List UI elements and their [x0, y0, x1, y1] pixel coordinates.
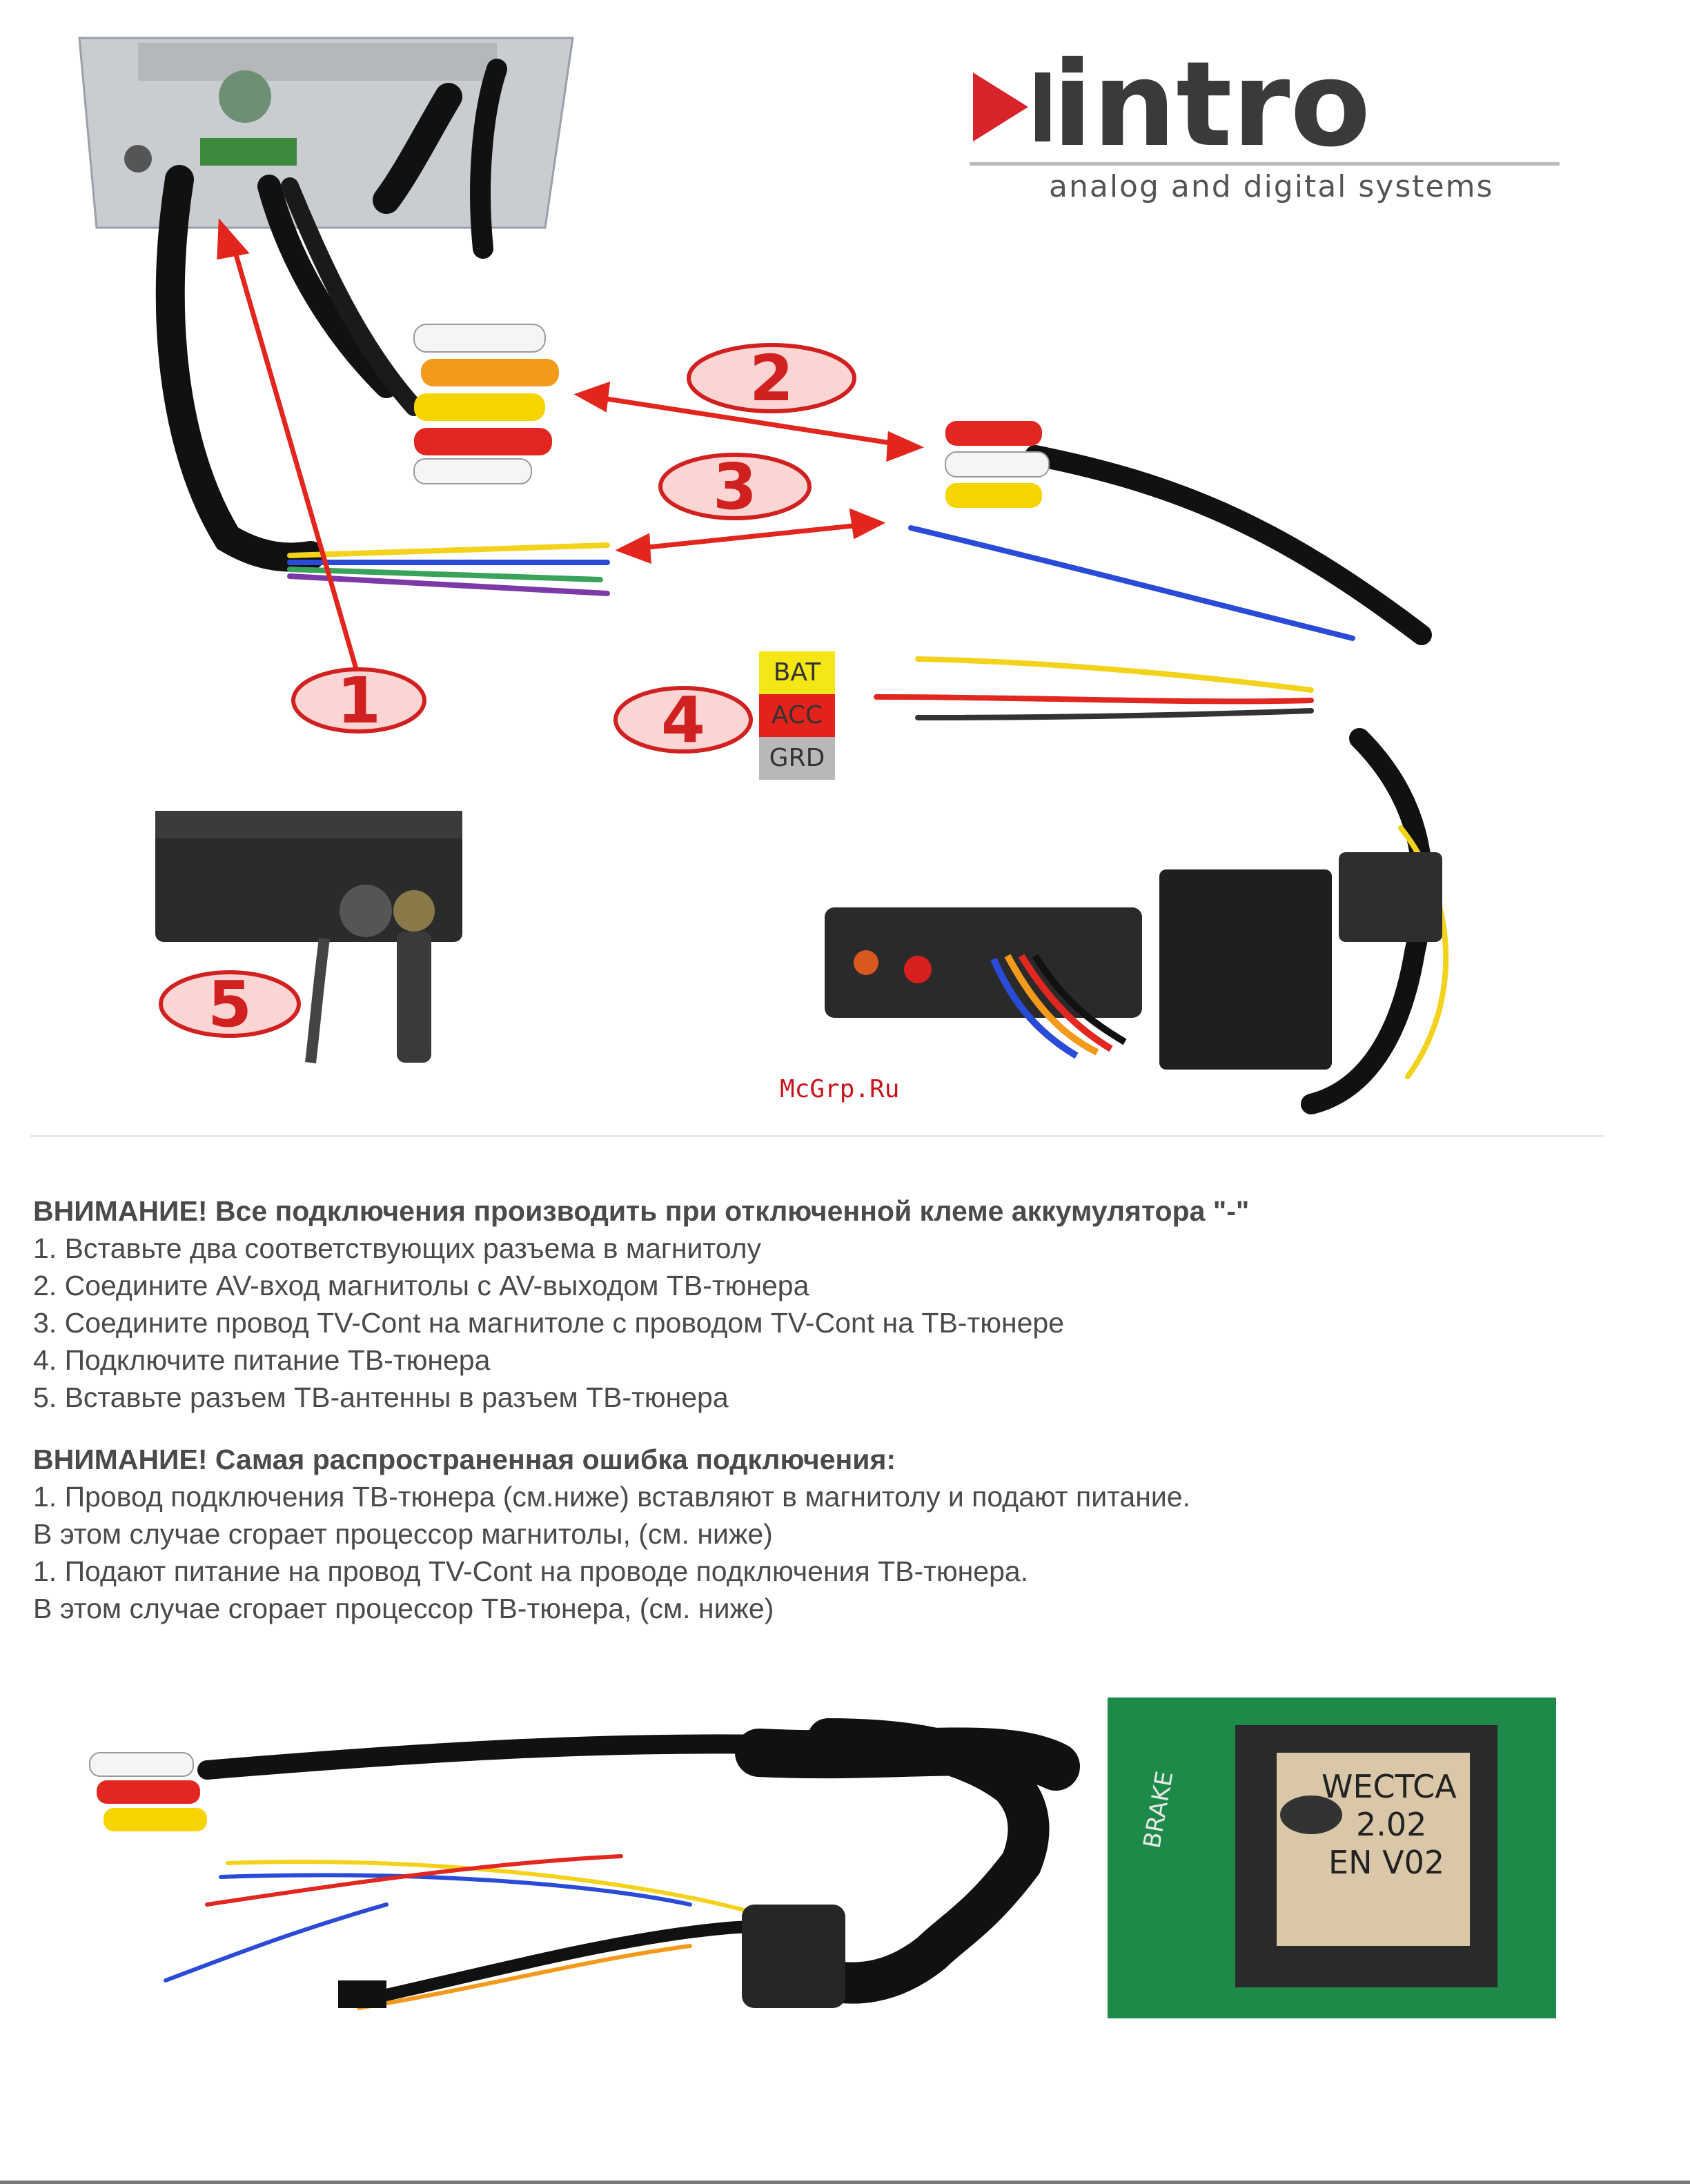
badge-4-number: 4 — [660, 683, 705, 757]
tuner-rca-plugs — [945, 421, 1050, 508]
badge-3-number: 3 — [712, 450, 757, 524]
chip-line2: 2.02 — [1356, 1806, 1426, 1843]
instructions: ВНИМАНИЕ! Все подключения производить пр… — [33, 1192, 1620, 1627]
error-heading: ВНИМАНИЕ! Самая распространенная ошибка … — [33, 1444, 896, 1475]
badge-5-number: 5 — [207, 967, 252, 1041]
watermark: McGrp.Ru — [780, 1075, 900, 1103]
intro-logo-mark — [970, 72, 1560, 166]
harness-rca-plugs — [89, 1752, 207, 1831]
radio-harness — [155, 59, 610, 596]
step-item: 3. Соедините провод TV-Cont на магнитоле… — [33, 1307, 1065, 1339]
error-item: В этом случае сгорает процессор ТВ-тюнер… — [33, 1593, 774, 1624]
chip-line1: WECTCA — [1321, 1768, 1457, 1805]
badge-2 — [687, 343, 856, 413]
badge-1 — [291, 667, 426, 734]
chip-line3: EN V02 — [1328, 1844, 1444, 1881]
tuner-connector-wires — [990, 954, 1127, 1059]
harness-module — [338, 1905, 845, 2008]
power-label-strip — [759, 651, 835, 780]
burnt-chip-photo — [1108, 1698, 1556, 2018]
tuner-cable — [874, 445, 1449, 1114]
step-item: 4. Подключите питание ТВ-тюнера — [33, 1344, 491, 1376]
power-labels: BAT ACC GRD — [759, 651, 835, 780]
step-item: 5. Вставьте разъем ТВ-антенны в разъем Т… — [33, 1381, 729, 1413]
radio-rca-plugs — [413, 324, 559, 484]
logo-brand-text: intro — [1052, 41, 1370, 173]
tuner-harness-photo — [164, 1718, 1080, 2010]
badge-3 — [658, 453, 812, 520]
badge-2-number: 2 — [749, 342, 794, 415]
acc-label: ACC — [771, 701, 823, 729]
connection-arrows — [217, 218, 925, 691]
intro-logo: intro — [966, 37, 1560, 173]
footer-rule — [0, 2181, 1690, 2184]
tv-tuner-box — [825, 852, 1442, 1070]
step-item: 2. Соедините AV-вход магнитолы с AV-выхо… — [33, 1270, 809, 1301]
badge-4 — [613, 686, 753, 754]
wiring-diagram — [78, 37, 1560, 1114]
badge-5 — [159, 970, 301, 1038]
logo-tagline: analog and digital systems — [1049, 169, 1494, 204]
error-item: В этом случае сгорает процессор магнитол… — [33, 1518, 773, 1550]
bottom-photos: WECTCA 2.02 EN V02 BRAKE — [89, 1698, 1556, 2018]
grd-label: GRD — [769, 744, 825, 772]
separator — [30, 1135, 1604, 1137]
antenna-box — [155, 811, 462, 1063]
bat-label: BAT — [773, 658, 821, 687]
badge-1-number: 1 — [336, 664, 381, 738]
warning-heading: ВНИМАНИЕ! Все подключения производить пр… — [33, 1195, 1250, 1227]
error-item: 1. Провод подключения ТВ-тюнера (см.ниже… — [33, 1481, 1190, 1513]
error-item: 1. Подают питание на провод TV-Cont на п… — [33, 1555, 1029, 1587]
step-item: 1. Вставьте два соответствующих разъема … — [33, 1232, 762, 1264]
